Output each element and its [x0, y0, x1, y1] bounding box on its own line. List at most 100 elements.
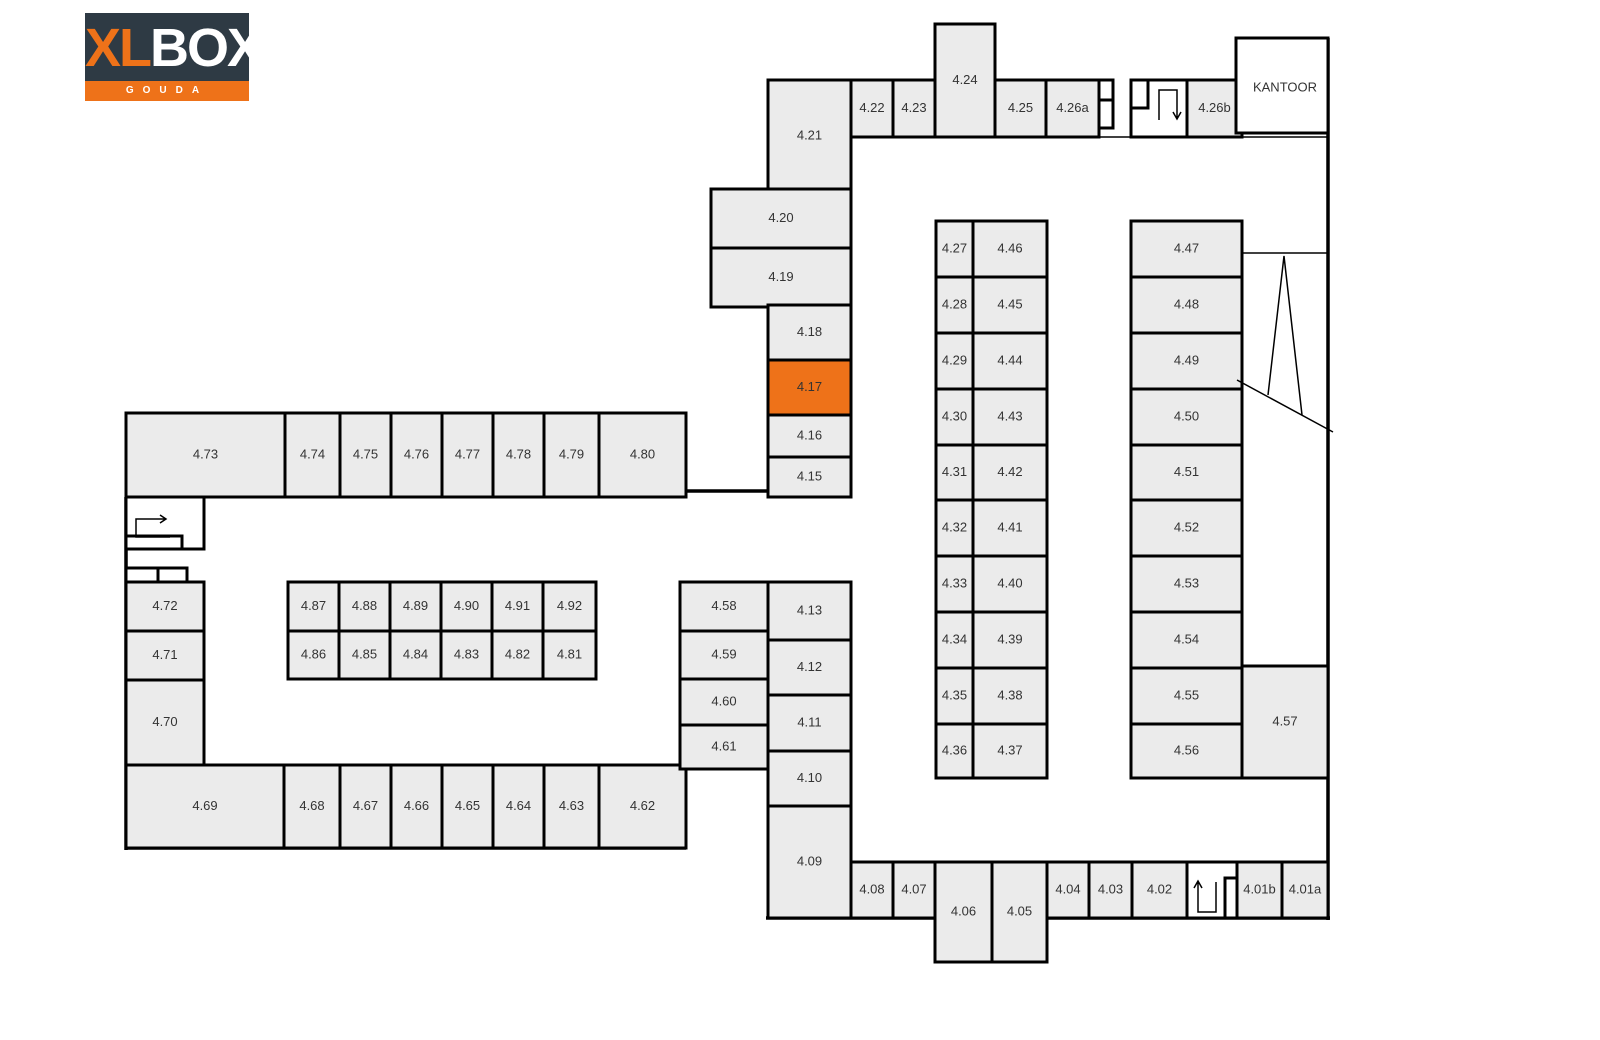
unit-4.26b[interactable]: 4.26b — [1185, 78, 1244, 139]
unit-4.09[interactable]: 4.09 — [766, 804, 853, 920]
unit-4.37[interactable]: 4.37 — [971, 722, 1049, 780]
unit-4.73[interactable]: 4.73 — [124, 411, 287, 499]
unit-4.89[interactable]: 4.89 — [388, 580, 443, 633]
unit-4.82[interactable]: 4.82 — [490, 629, 545, 681]
unit-box — [1129, 387, 1244, 447]
unit-4.39[interactable]: 4.39 — [971, 610, 1049, 670]
unit-4.32[interactable]: 4.32 — [934, 498, 975, 558]
unit-4.86[interactable]: 4.86 — [286, 629, 341, 681]
unit-4.69[interactable]: 4.69 — [124, 763, 286, 850]
unit-4.18[interactable]: 4.18 — [766, 303, 853, 362]
unit-4.01b[interactable]: 4.01b — [1235, 860, 1284, 920]
unit-4.64[interactable]: 4.64 — [491, 763, 546, 850]
unit-4.45[interactable]: 4.45 — [971, 275, 1049, 335]
unit-4.27[interactable]: 4.27 — [934, 219, 975, 279]
unit-4.38[interactable]: 4.38 — [971, 666, 1049, 726]
unit-4.04[interactable]: 4.04 — [1045, 860, 1091, 920]
unit-4.16[interactable]: 4.16 — [766, 413, 853, 459]
unit-4.44[interactable]: 4.44 — [971, 331, 1049, 391]
unit-4.33[interactable]: 4.33 — [934, 554, 975, 614]
unit-4.84[interactable]: 4.84 — [388, 629, 443, 681]
unit-4.92[interactable]: 4.92 — [541, 580, 598, 633]
unit-4.50[interactable]: 4.50 — [1129, 387, 1244, 447]
unit-4.17[interactable]: 4.17 — [766, 358, 853, 417]
unit-4.78[interactable]: 4.78 — [491, 411, 546, 499]
unit-4.41[interactable]: 4.41 — [971, 498, 1049, 558]
unit-4.71[interactable]: 4.71 — [124, 629, 206, 682]
unit-4.23[interactable]: 4.23 — [891, 78, 937, 139]
unit-4.49[interactable]: 4.49 — [1129, 331, 1244, 391]
unit-4.15[interactable]: 4.15 — [766, 455, 853, 499]
unit-4.07[interactable]: 4.07 — [891, 860, 937, 920]
unit-4.68[interactable]: 4.68 — [282, 763, 342, 850]
unit-4.12[interactable]: 4.12 — [766, 638, 853, 697]
unit-4.59[interactable]: 4.59 — [678, 629, 770, 681]
unit-4.24[interactable]: 4.24 — [933, 22, 997, 139]
unit-4.54[interactable]: 4.54 — [1129, 610, 1244, 670]
unit-4.75[interactable]: 4.75 — [338, 411, 393, 499]
unit-4.62[interactable]: 4.62 — [597, 763, 688, 850]
unit-4.74[interactable]: 4.74 — [283, 411, 342, 499]
unit-4.13[interactable]: 4.13 — [766, 580, 853, 642]
unit-4.66[interactable]: 4.66 — [389, 763, 444, 850]
unit-4.81[interactable]: 4.81 — [541, 629, 598, 681]
unit-4.20[interactable]: 4.20 — [709, 187, 853, 250]
unit-4.01a[interactable]: 4.01a — [1280, 860, 1330, 920]
unit-4.35[interactable]: 4.35 — [934, 666, 975, 726]
unit-4.02[interactable]: 4.02 — [1130, 860, 1189, 920]
unit-4.52[interactable]: 4.52 — [1129, 498, 1244, 558]
unit-4.08[interactable]: 4.08 — [849, 860, 895, 920]
unit-4.55[interactable]: 4.55 — [1129, 666, 1244, 726]
unit-4.80[interactable]: 4.80 — [597, 411, 688, 499]
unit-4.83[interactable]: 4.83 — [439, 629, 494, 681]
unit-4.85[interactable]: 4.85 — [337, 629, 392, 681]
unit-4.76[interactable]: 4.76 — [389, 411, 444, 499]
unit-4.53[interactable]: 4.53 — [1129, 554, 1244, 614]
unit-4.63[interactable]: 4.63 — [542, 763, 601, 850]
unit-4.31[interactable]: 4.31 — [934, 443, 975, 502]
unit-4.90[interactable]: 4.90 — [439, 580, 494, 633]
unit-label: 4.64 — [506, 798, 531, 813]
unit-4.19[interactable]: 4.19 — [709, 246, 853, 309]
unit-4.11[interactable]: 4.11 — [766, 693, 853, 753]
unit-4.26a[interactable]: 4.26a — [1044, 78, 1101, 139]
unit-4.72[interactable]: 4.72 — [124, 580, 206, 633]
unit-4.29[interactable]: 4.29 — [934, 331, 975, 391]
unit-4.28[interactable]: 4.28 — [934, 275, 975, 335]
unit-4.25[interactable]: 4.25 — [993, 78, 1048, 139]
unit-4.61[interactable]: 4.61 — [678, 723, 770, 771]
ramp-line — [1236, 379, 1334, 433]
unit-4.36[interactable]: 4.36 — [934, 722, 975, 780]
unit-4.51[interactable]: 4.51 — [1129, 443, 1244, 502]
unit-4.87[interactable]: 4.87 — [286, 580, 341, 633]
unit-4.22[interactable]: 4.22 — [849, 78, 895, 139]
unit-4.60[interactable]: 4.60 — [678, 677, 770, 727]
unit-4.48[interactable]: 4.48 — [1129, 275, 1244, 335]
unit-4.57[interactable]: 4.57 — [1240, 664, 1330, 780]
unit-4.30[interactable]: 4.30 — [934, 387, 975, 447]
logo-brand-right: BOX — [150, 18, 263, 78]
unit-4.70[interactable]: 4.70 — [124, 678, 206, 767]
unit-4.65[interactable]: 4.65 — [440, 763, 495, 850]
unit-4.91[interactable]: 4.91 — [490, 580, 545, 633]
unit-4.67[interactable]: 4.67 — [338, 763, 393, 850]
unit-4.21[interactable]: 4.21 — [766, 78, 853, 194]
unit-4.40[interactable]: 4.40 — [971, 554, 1049, 614]
unit-4.42[interactable]: 4.42 — [971, 443, 1049, 502]
unit-label: 4.85 — [352, 646, 377, 661]
unit-4.56[interactable]: 4.56 — [1129, 722, 1244, 780]
unit-4.03[interactable]: 4.03 — [1087, 860, 1134, 920]
unit-4.10[interactable]: 4.10 — [766, 749, 853, 808]
unit-4.05[interactable]: 4.05 — [990, 860, 1049, 964]
unit-4.46[interactable]: 4.46 — [971, 219, 1049, 279]
unit-4.34[interactable]: 4.34 — [934, 610, 975, 670]
unit-4.88[interactable]: 4.88 — [337, 580, 392, 633]
unit-4.43[interactable]: 4.43 — [971, 387, 1049, 447]
unit-4.77[interactable]: 4.77 — [440, 411, 495, 499]
unit-label: 4.01b — [1243, 881, 1276, 896]
unit-4.47[interactable]: 4.47 — [1129, 219, 1244, 279]
unit-4.58[interactable]: 4.58 — [678, 580, 770, 633]
unit-box — [971, 666, 1049, 726]
unit-4.79[interactable]: 4.79 — [542, 411, 601, 499]
unit-4.06[interactable]: 4.06 — [933, 860, 994, 964]
